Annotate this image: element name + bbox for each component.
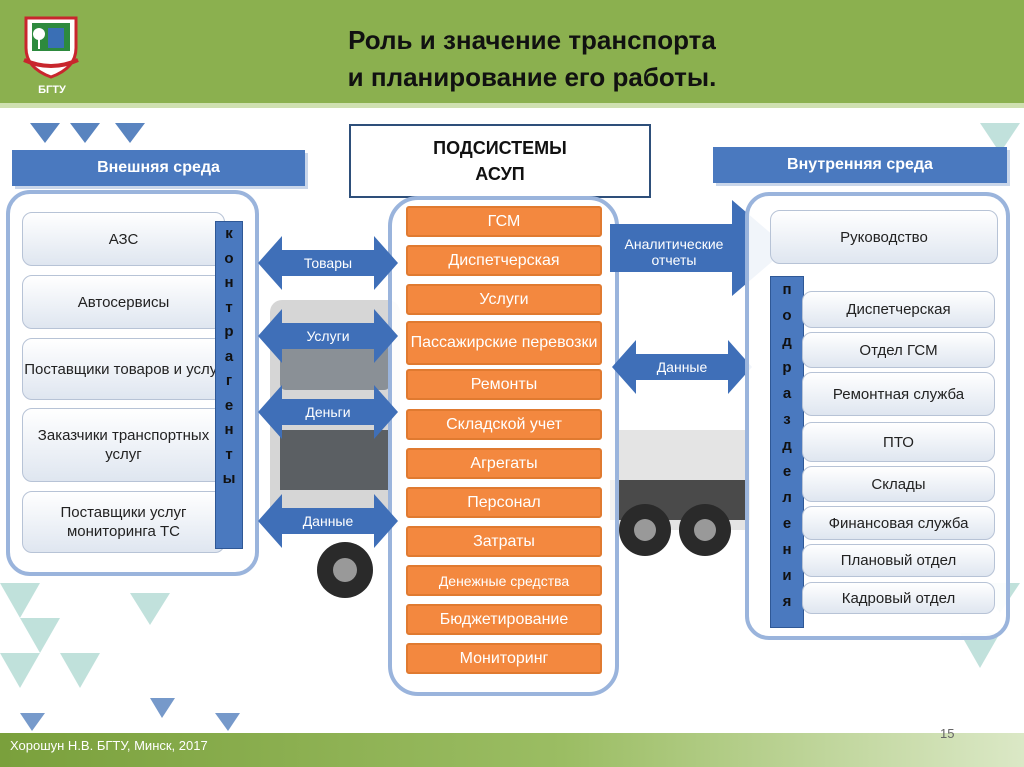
external-header: Внешняя среда (12, 150, 305, 186)
subsystem-passenger: Пассажирские перевозки (406, 321, 602, 365)
footer-author: Хорошун Н.В. БГТУ, Минск, 2017 (10, 738, 208, 753)
arrow-data-left-label: Данные (302, 513, 354, 529)
logo-caption: БГТУ (38, 84, 66, 96)
header-bar (0, 0, 1024, 108)
subsystems-title-line-1: ПОДСИСТЕМЫ (433, 138, 567, 158)
arrow-data-left (258, 494, 398, 548)
arrow-analytics-label: Аналитические отчеты (624, 236, 724, 268)
internal-item-pto: ПТО (802, 422, 995, 462)
arrow-analytics (610, 200, 788, 296)
arrow-data-right (612, 340, 752, 394)
subsystem-dispatch: Диспетчерская (406, 245, 602, 276)
subsystem-repairs: Ремонты (406, 369, 602, 400)
subsystem-services: Услуги (406, 284, 602, 315)
arrow-goods (258, 236, 398, 290)
subsystem-budgeting: Бюджетирование (406, 604, 602, 635)
bgtu-logo-icon (23, 16, 79, 79)
external-item-suppliers: Поставщики товаров и услуг (22, 338, 225, 400)
internal-item-warehouses: Склады (802, 466, 995, 502)
subsystem-gsm: ГСМ (406, 206, 602, 237)
internal-item-finance: Финансовая служба (802, 506, 995, 540)
subsystem-costs: Затраты (406, 526, 602, 557)
internal-item-dispatch: Диспетчерская (802, 291, 995, 328)
internal-header: Внутренняя среда (713, 147, 1007, 183)
external-item-azs: АЗС (22, 212, 225, 266)
title-line-2: и планирование его работы. (347, 62, 717, 92)
subsystem-monitoring: Мониторинг (406, 643, 602, 674)
internal-item-hr: Кадровый отдел (802, 582, 995, 614)
external-item-autoservice: Автосервисы (22, 275, 225, 329)
subsystem-personnel: Персонал (406, 487, 602, 518)
external-item-customers: Заказчики транспортных услуг (22, 408, 225, 482)
slide-title: Роль и значение транспорта и планировани… (0, 22, 1024, 96)
internal-item-repair: Ремонтная служба (802, 372, 995, 416)
arrow-money-label: Деньги (305, 404, 351, 420)
title-line-1: Роль и значение транспорта (348, 25, 716, 55)
page-number: 15 (940, 726, 955, 741)
decorative-triangles (0, 123, 1020, 731)
arrow-services (258, 309, 398, 363)
arrow-goods-label: Товары (303, 255, 353, 271)
subsystem-warehouse: Складской учет (406, 409, 602, 440)
internal-item-management: Руководство (770, 210, 998, 264)
external-item-monitoring: Поставщики услуг мониторинга ТС (22, 491, 225, 553)
subsystems-title-line-2: АСУП (475, 164, 525, 184)
internal-item-fuel-dept: Отдел ГСМ (802, 332, 995, 368)
subsystems-title: ПОДСИСТЕМЫ АСУП (349, 124, 651, 198)
footer-bar (0, 733, 1024, 767)
arrow-services-label: Услуги (306, 328, 350, 344)
subsystem-aggregates: Агрегаты (406, 448, 602, 479)
arrow-money (258, 385, 398, 439)
subsystem-cash: Денежные средства (406, 565, 602, 596)
internal-item-planning: Плановый отдел (802, 544, 995, 577)
arrow-data-right-label: Данные (656, 359, 708, 375)
